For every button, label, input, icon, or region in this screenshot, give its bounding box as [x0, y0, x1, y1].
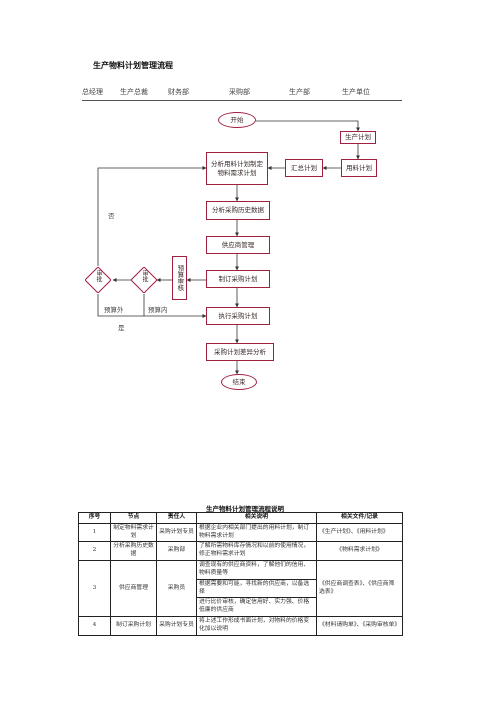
cell-desc: 将上述工作形成书面计划，对物料的价格变化加以说明 [196, 615, 317, 636]
cell-desc: 了解所需物料库存情况和以前的使用情况，修正物料需求计划 [196, 541, 317, 562]
flow-approval-right: 审批 [130, 266, 158, 294]
column-header-finance: 财务部 [168, 88, 189, 96]
approval-right-label: 审批 [141, 270, 148, 282]
flow-approval-left: 审批 [84, 266, 112, 294]
cell-docs: 《供应商调查表》、《供应商筛选表》 [316, 560, 403, 617]
page-title: 生产物料计划管理流程 [93, 61, 173, 70]
column-header-production-unit: 生产单位 [342, 88, 370, 96]
cell-desc: 进行比价审核，确定信用好、实力强、价格低廉的供应商 [196, 597, 317, 617]
column-header-general-manager: 总经理 [82, 88, 103, 96]
column-header-production-president: 生产总裁 [120, 88, 148, 96]
table-header-row: 序号 节点 责任人 相关说明 相关文件/记录 [78, 512, 403, 524]
cell-no: 1 [78, 522, 111, 543]
cell-desc: 根据企业内相关部门提出的用料计划，制订物料需求计划 [196, 522, 317, 543]
th-desc: 相关说明 [196, 512, 317, 524]
flow-budget-audit: 预算审核 [172, 256, 187, 300]
cell-owner: 采购员 [156, 560, 197, 617]
approval-left-label: 审批 [95, 270, 102, 282]
th-no: 序号 [78, 512, 111, 524]
flow-supplier-management: 供应商管理 [206, 236, 270, 254]
cell-owner: 采购计划专员 [156, 522, 197, 543]
flow-analyze-material-plan: 分析用料计划制定物料需求计划 [206, 152, 268, 185]
process-table: 序号 节点 责任人 相关说明 相关文件/记录 1 制定物料需求计划 采购计划专员… [78, 512, 403, 636]
cell-node: 分析采购历史数据 [110, 541, 157, 562]
cell-no: 2 [78, 541, 111, 562]
flow-execute-purchase-plan: 执行采购计划 [206, 307, 270, 325]
th-node: 节点 [110, 512, 157, 524]
flow-analyze-history: 分析采购历史数据 [206, 201, 270, 220]
cell-node: 供应商管理 [110, 560, 157, 617]
cell-desc: 根据需要和可能，寻找新的供应商，以备选择 [196, 578, 317, 599]
th-owner: 责任人 [156, 512, 197, 524]
flow-production-plan: 生产计划 [340, 131, 376, 144]
label-yes: 是 [118, 324, 125, 332]
th-docs: 相关文件/记录 [316, 512, 403, 524]
flow-summary-plan: 汇总计划 [285, 159, 323, 177]
cell-owner: 采购计划专员 [156, 615, 197, 636]
cell-node: 制订采购计划 [110, 615, 157, 636]
header-divider [82, 100, 402, 101]
flow-material-plan: 用料计划 [341, 159, 377, 177]
table-row: 3 供应商管理 采购员 调查现有的供应商资料，了解他们的信用、物料质量等 《供应… [78, 560, 403, 617]
table-row: 2 分析采购历史数据 采购部 了解所需物料库存情况和以前的使用情况，修正物料需求… [78, 541, 403, 562]
column-header-purchasing: 采购部 [229, 88, 250, 96]
cell-desc: 调查现有的供应商资料，了解他们的信用、物料质量等 [196, 560, 317, 580]
table-title: 生产物料计划管理流程说明 [206, 505, 284, 513]
flow-end: 结束 [221, 374, 257, 390]
label-over-budget: 预算外 [104, 306, 124, 314]
flow-start: 开始 [218, 112, 256, 128]
column-header-production-dept: 生产部 [289, 88, 310, 96]
flow-variance-analysis: 采购计划差异分析 [206, 343, 274, 361]
cell-no: 4 [78, 615, 111, 636]
cell-docs: 《材料请购单》、《采购审核单》 [316, 615, 403, 636]
cell-no: 3 [78, 560, 111, 617]
label-within-budget: 预算内 [148, 306, 168, 314]
table-row: 4 制订采购计划 采购计划专员 将上述工作形成书面计划，对物料的价格变化加以说明… [78, 615, 403, 636]
cell-docs: 《物料需求计划》 [316, 541, 403, 562]
cell-node: 制定物料需求计划 [110, 522, 157, 543]
flow-make-purchase-plan: 制订采购计划 [206, 270, 270, 288]
label-no: 否 [108, 212, 115, 220]
cell-docs: 《生产计划》、《用料计划》 [316, 522, 403, 543]
cell-owner: 采购部 [156, 541, 197, 562]
table-row: 1 制定物料需求计划 采购计划专员 根据企业内相关部门提出的用料计划，制订物料需… [78, 522, 403, 543]
